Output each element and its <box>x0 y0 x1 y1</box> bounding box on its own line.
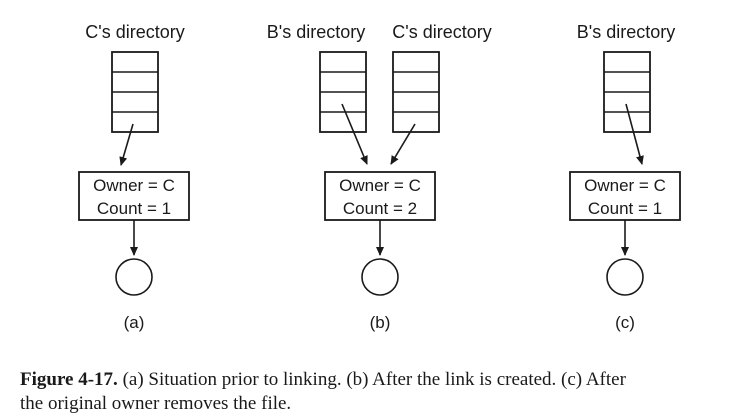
file-node <box>115 258 153 296</box>
i-node-box: Owner = C Count = 2 <box>324 171 436 221</box>
owner-field: Owner = C <box>93 176 175 195</box>
count-field: Count = 1 <box>97 199 171 218</box>
i-node-box: Owner = C Count = 1 <box>569 171 681 221</box>
figure-caption: Figure 4-17. (a) Situation prior to link… <box>20 368 744 416</box>
caption-line-1: Figure 4-17. (a) Situation prior to link… <box>20 368 744 392</box>
directory-table-b <box>319 51 367 133</box>
panel-c: B's directory Owner = C Count = 1 (c) <box>569 22 681 332</box>
directory-table-b <box>603 51 651 133</box>
link-pointer-c <box>390 123 416 165</box>
panel-a: C's directory Owner = C Count = 1 (a) <box>78 22 190 332</box>
directory-entry-pointer <box>625 103 644 165</box>
caption-text-1: (a) Situation prior to linking. (b) Afte… <box>117 369 626 390</box>
figure-label: Figure 4-17. <box>20 369 118 390</box>
caption-line-2: the original owner removes the file. <box>20 393 292 414</box>
sub-label-a: (a) <box>124 313 145 332</box>
count-field: Count = 2 <box>343 199 417 218</box>
i-node-box: Owner = C Count = 1 <box>78 171 190 221</box>
count-field: Count = 1 <box>588 199 662 218</box>
panel-b: B's directory C's directory Owner = C Co… <box>267 22 492 332</box>
directory-table-c <box>111 51 159 133</box>
sub-label-b: (b) <box>370 313 391 332</box>
link-count-diagram: C's directory Owner = C Count = 1 (a) B'… <box>78 22 681 332</box>
directory-label-b: B's directory <box>267 22 365 42</box>
sub-label-c: (c) <box>615 313 635 332</box>
link-pointer-b <box>341 103 368 165</box>
directory-table-c <box>392 51 440 133</box>
file-node <box>361 258 399 296</box>
owner-field: Owner = C <box>339 176 421 195</box>
directory-label-c: C's directory <box>85 22 184 42</box>
file-node <box>606 258 644 296</box>
directory-entry-pointer <box>119 123 134 166</box>
owner-field: Owner = C <box>584 176 666 195</box>
directory-label-c: C's directory <box>392 22 491 42</box>
directory-label-b: B's directory <box>577 22 675 42</box>
